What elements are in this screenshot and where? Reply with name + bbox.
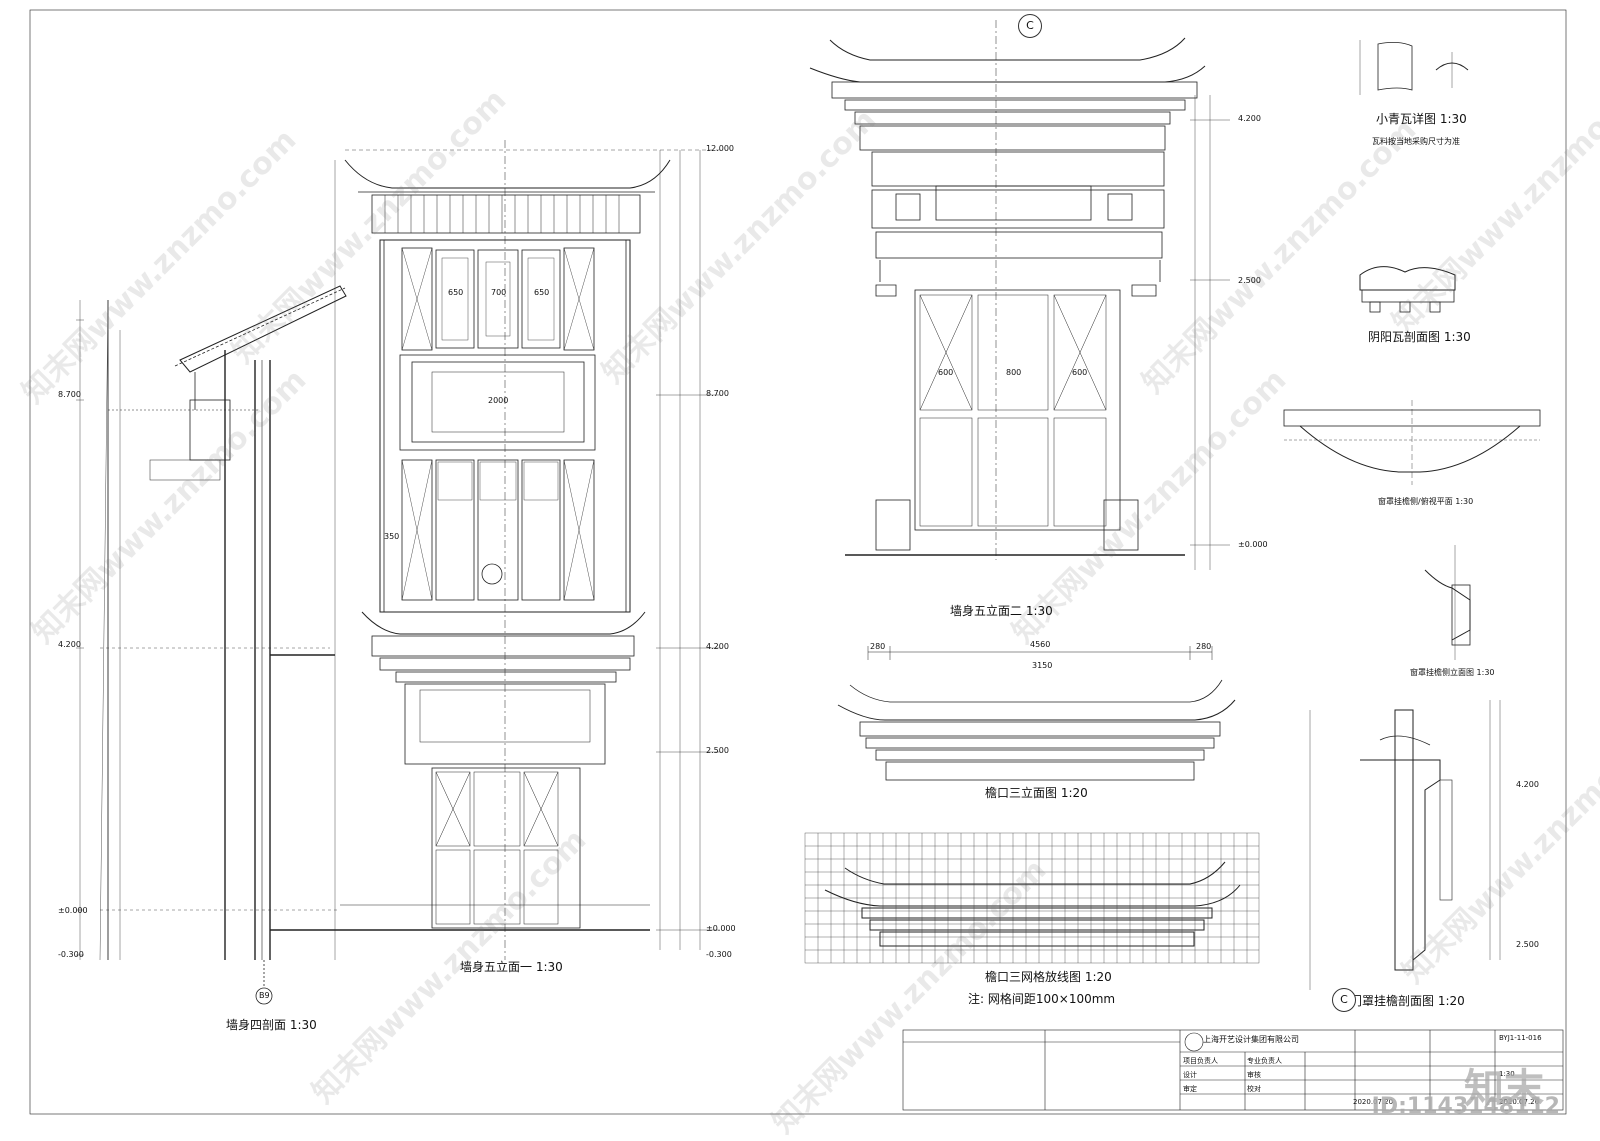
dim-window-right: 650 xyxy=(534,288,550,297)
dim-side-right: 280 xyxy=(1196,642,1212,651)
level-c-detail: 2.500 xyxy=(1516,940,1539,949)
canopy-plan-title: 窗罩挂檐侧/俯视平面 1:30 xyxy=(1378,497,1474,506)
elevation-one-title: 墙身五立面一 1:30 xyxy=(460,960,563,974)
dim-door-mid: 800 xyxy=(1006,368,1022,377)
title-block-scale: 1:30 xyxy=(1499,1070,1515,1078)
canopy-side-title: 窗罩挂檐侧立面图 1:30 xyxy=(1410,668,1495,677)
section-four-title: 墙身四剖面 1:30 xyxy=(226,1018,317,1032)
title-block-col-d: 审定 xyxy=(1183,1085,1197,1093)
title-block-col-e: 审核 xyxy=(1247,1071,1261,1079)
dim-side-panel: 350 xyxy=(384,532,400,541)
level-neg: -0.300 xyxy=(706,950,732,959)
dim-total-width: 4560 xyxy=(1030,640,1051,649)
section-four-drawing xyxy=(76,285,347,1005)
level-a: 8.700 xyxy=(706,389,729,398)
title-block-drawing-no: BYJ1-11-016 xyxy=(1499,1034,1542,1042)
level-zero: ±0.000 xyxy=(706,924,736,933)
eave-elevation-title: 檐口三立面图 1:20 xyxy=(985,786,1088,800)
title-block-frame xyxy=(902,1029,1564,1111)
section-marker-b9: B9 xyxy=(259,991,270,1000)
watermark-id: ID:1143148112 xyxy=(1371,1094,1560,1119)
dim-window-left: 650 xyxy=(448,288,464,297)
title-block-date-1: 2020.07.20 xyxy=(1353,1098,1394,1106)
dim-door-right: 600 xyxy=(1072,368,1088,377)
level-b-detail: 4.200 xyxy=(1516,780,1539,789)
tile-detail-drawing xyxy=(1359,40,1469,95)
level-top: 12.000 xyxy=(706,144,734,153)
title-block: 上海开艺设计集团有限公司 项目负责人 专业负责人 设计 审定 审核 校对 202… xyxy=(903,1030,1563,1108)
eave-grid-title: 檐口三网格放线图 1:20 xyxy=(985,970,1112,984)
eave-grid-drawing xyxy=(804,832,1260,964)
canopy-plan-drawing xyxy=(1283,400,1541,485)
eave-elevation-drawing xyxy=(837,646,1236,781)
level-a-left: 8.700 xyxy=(58,390,81,399)
section-marker-c-top: C xyxy=(1018,14,1042,38)
door-canopy-title: 门罩挂檐剖面图 1:20 xyxy=(1350,994,1465,1008)
level-c: 2.500 xyxy=(706,746,729,755)
title-block-col-b: 专业负责人 xyxy=(1247,1057,1282,1065)
grid-note: 注: 网格间距100×100mm xyxy=(968,992,1116,1006)
title-block-col-c: 设计 xyxy=(1183,1071,1197,1079)
level-neg-left: -0.300 xyxy=(58,950,84,959)
watermark-logo: 知末 xyxy=(1464,1066,1544,1112)
title-block-col-a: 项目负责人 xyxy=(1183,1057,1218,1065)
small-tile-title: 小青瓦详图 1:30 xyxy=(1376,112,1467,126)
level-b: 4.200 xyxy=(706,642,729,651)
dim-window-mid: 700 xyxy=(491,288,507,297)
yinyang-tile-drawing xyxy=(1359,266,1456,313)
level-c-right: 2.500 xyxy=(1238,276,1261,285)
dim-door-left: 600 xyxy=(938,368,954,377)
door-canopy-section-drawing xyxy=(1309,700,1501,990)
dim-mid-width: 3150 xyxy=(1032,661,1053,670)
dim-side-left: 280 xyxy=(870,642,886,651)
level-zero-right: ±0.000 xyxy=(1238,540,1268,549)
canopy-side-drawing xyxy=(1424,545,1471,660)
elevation-one-drawing xyxy=(334,140,720,960)
section-marker-c-door: C xyxy=(1332,988,1356,1012)
elevation-two-drawing xyxy=(809,20,1230,570)
elevation-two-title: 墙身五立面二 1:30 xyxy=(950,604,1053,618)
level-zero-left: ±0.000 xyxy=(58,906,88,915)
dim-panel: 2000 xyxy=(488,396,509,405)
yinyang-tile-title: 阴阳瓦剖面图 1:30 xyxy=(1368,330,1471,344)
title-block-col-f: 校对 xyxy=(1247,1085,1261,1093)
title-block-company: 上海开艺设计集团有限公司 xyxy=(1203,1035,1299,1044)
level-b-left: 4.200 xyxy=(58,640,81,649)
title-block-date-2: 2020.07.20 xyxy=(1499,1098,1540,1106)
tile-note: 瓦料按当地采购尺寸为准 xyxy=(1372,137,1460,146)
level-b-right: 4.200 xyxy=(1238,114,1261,123)
